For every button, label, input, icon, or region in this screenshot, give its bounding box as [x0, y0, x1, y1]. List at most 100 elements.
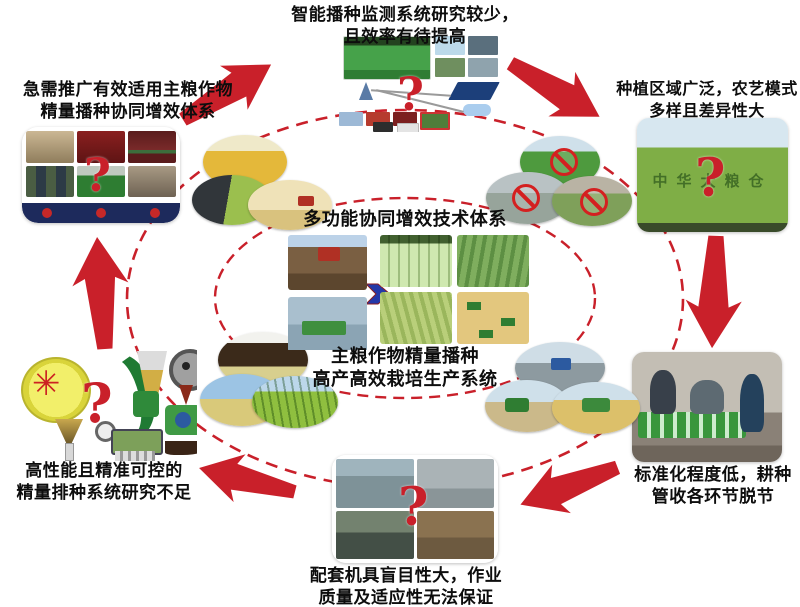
question-mark-right: ?: [695, 148, 726, 209]
harvester-blob: [479, 330, 493, 338]
label-bottom: 配套机具盲目性大，作业 质量及适应性无法保证: [281, 565, 531, 607]
field-crop-text: 中华大粮仓: [652, 173, 773, 190]
question-mark-top-left: ?: [84, 148, 111, 202]
factory-photo: [26, 131, 74, 163]
crowd-photo: [128, 165, 176, 197]
label-bottom-line1: 配套机具盲目性大，作业: [309, 566, 503, 585]
label-right: 种植区域广泛，农艺模式 多样且差异性大: [612, 79, 800, 123]
soil-wedge: [165, 441, 197, 455]
fan-part-schematic: [165, 405, 197, 435]
tractor-blob: [505, 398, 529, 412]
device-thumb-photo: [393, 112, 417, 126]
metering-machine-schematic: [111, 429, 163, 455]
arrow-to-bottom: [511, 443, 627, 529]
prohibition-icon: [512, 184, 540, 212]
worker-figure: [740, 374, 764, 432]
label-bottom-right-line1: 标准化程度低，耕种: [634, 465, 792, 484]
cloud-icon: [463, 104, 491, 116]
device-thumb-photo: [339, 112, 363, 126]
label-top-line1: 智能播种监测系统研究较少，: [291, 5, 519, 24]
meter-body-schematic: [133, 391, 159, 417]
greenhouse-photo: [343, 36, 431, 80]
monitor-thumb-photo: [468, 58, 498, 77]
emblem-icon: [42, 208, 52, 218]
label-top-left-line1: 急需推广有效适用主粮作物: [23, 80, 233, 99]
worker-figure: [690, 380, 724, 414]
arrow-to-top-left: [69, 235, 133, 351]
harvester-blob: [298, 196, 314, 206]
funnel-stem: [65, 443, 74, 461]
device-thumb-photo: [397, 123, 419, 132]
label-top: 智能播种监测系统研究较少， 且效率有待提高: [255, 4, 555, 48]
seedling-rows-photo: [380, 235, 452, 287]
tractor-ellipse-photo: [485, 380, 569, 432]
harvester-blob: [582, 398, 610, 412]
center-photo-block: [284, 232, 534, 350]
seed-disc-schematic: ✳: [21, 357, 91, 423]
worker-figure: [650, 370, 676, 414]
emblem-icon: [150, 208, 160, 218]
harvester-blob: [467, 302, 481, 310]
prohibition-icon: [550, 148, 578, 176]
harvest-field-photo: [457, 292, 529, 344]
emblem-icon: [96, 208, 106, 218]
label-bottom-line2: 质量及适应性无法保证: [318, 588, 494, 607]
inner-dashed-ellipse: [213, 196, 597, 400]
question-mark-top: ?: [397, 67, 424, 121]
monitor-thumb-photo: [435, 58, 465, 77]
panel-navy-bar: [22, 203, 180, 223]
machine-blob: [551, 358, 571, 370]
funnel-schematic: [55, 419, 83, 443]
label-bottom-left: 高性能且精准可控的 精量排种系统研究不足: [6, 460, 202, 504]
green-rows-ellipse-photo: [252, 376, 338, 428]
label-top-left: 急需推广有效适用主粮作物 精量播种协同增效体系: [3, 79, 253, 123]
fan-hub: [175, 412, 191, 428]
arrow-to-bottom-right: [683, 234, 745, 350]
satellite-field-icon: [448, 82, 500, 100]
monitor-thumb-photo: [435, 36, 465, 55]
green-seeder-machine: [638, 412, 746, 438]
conference-photo: [128, 131, 176, 163]
machine-legs: [115, 451, 155, 461]
promotion-photo-grid: [22, 127, 180, 201]
label-right-line1: 种植区域广泛，农艺模式: [616, 81, 798, 98]
device-thumb-photo: [420, 112, 450, 130]
paddy-rows-photo: [457, 235, 529, 287]
transport-machine-photo: [336, 510, 414, 559]
paddy-worker-photo: [336, 459, 414, 508]
harvester-straw-ellipse-photo: [248, 180, 332, 230]
question-mark-bottom: ?: [398, 477, 429, 538]
label-top-line2: 且效率有待提高: [343, 27, 467, 46]
machinery-photos: [26, 165, 74, 197]
prohibition-icon: [580, 188, 608, 216]
arrow-to-bottom-left: [193, 444, 301, 516]
leveler-machine-photo: [416, 459, 494, 508]
exhibition-photo: [77, 131, 125, 163]
center-subtitle-line2: 高产高效栽培生产系统: [312, 369, 498, 389]
monitor-thumb-photo: [468, 36, 498, 55]
sensor-tower-icon: [359, 82, 373, 100]
transplanter-blob: [302, 321, 346, 335]
promotion-system-panel: ?: [22, 127, 180, 223]
label-bottom-left-line2: 精量排种系统研究不足: [16, 483, 192, 502]
implements-grid: [332, 455, 498, 563]
center-subtitle: 主粮作物精量播种 高产高效栽培生产系统: [300, 345, 510, 391]
disc-spokes-icon: ✳: [32, 365, 61, 403]
label-bottom-right-line2: 管收各环节脱节: [651, 487, 775, 506]
rice-heads-photo: [380, 292, 452, 344]
harvester-ellipse-photo: [552, 382, 640, 434]
gear-chute-schematic: [179, 385, 193, 405]
rice-transplanter-photo: [288, 297, 367, 350]
tractor-blob: [318, 247, 340, 261]
harvester-blob: [501, 318, 515, 326]
center-title-text: 多功能协同增效技术体系: [303, 209, 507, 229]
paddy-seeder-photo: [416, 510, 494, 559]
label-bottom-right: 标准化程度低，耕种 管收各环节脱节: [623, 464, 800, 508]
seed-meter-schematics: ✳ ?: [15, 345, 197, 463]
label-right-line2: 多样且差异性大: [649, 103, 765, 120]
monitoring-system-figure: ?: [335, 30, 505, 132]
label-bottom-left-line1: 高性能且精准可控的: [25, 461, 183, 480]
green-machine-photo: [77, 165, 125, 197]
device-thumb-photo: [373, 122, 393, 132]
